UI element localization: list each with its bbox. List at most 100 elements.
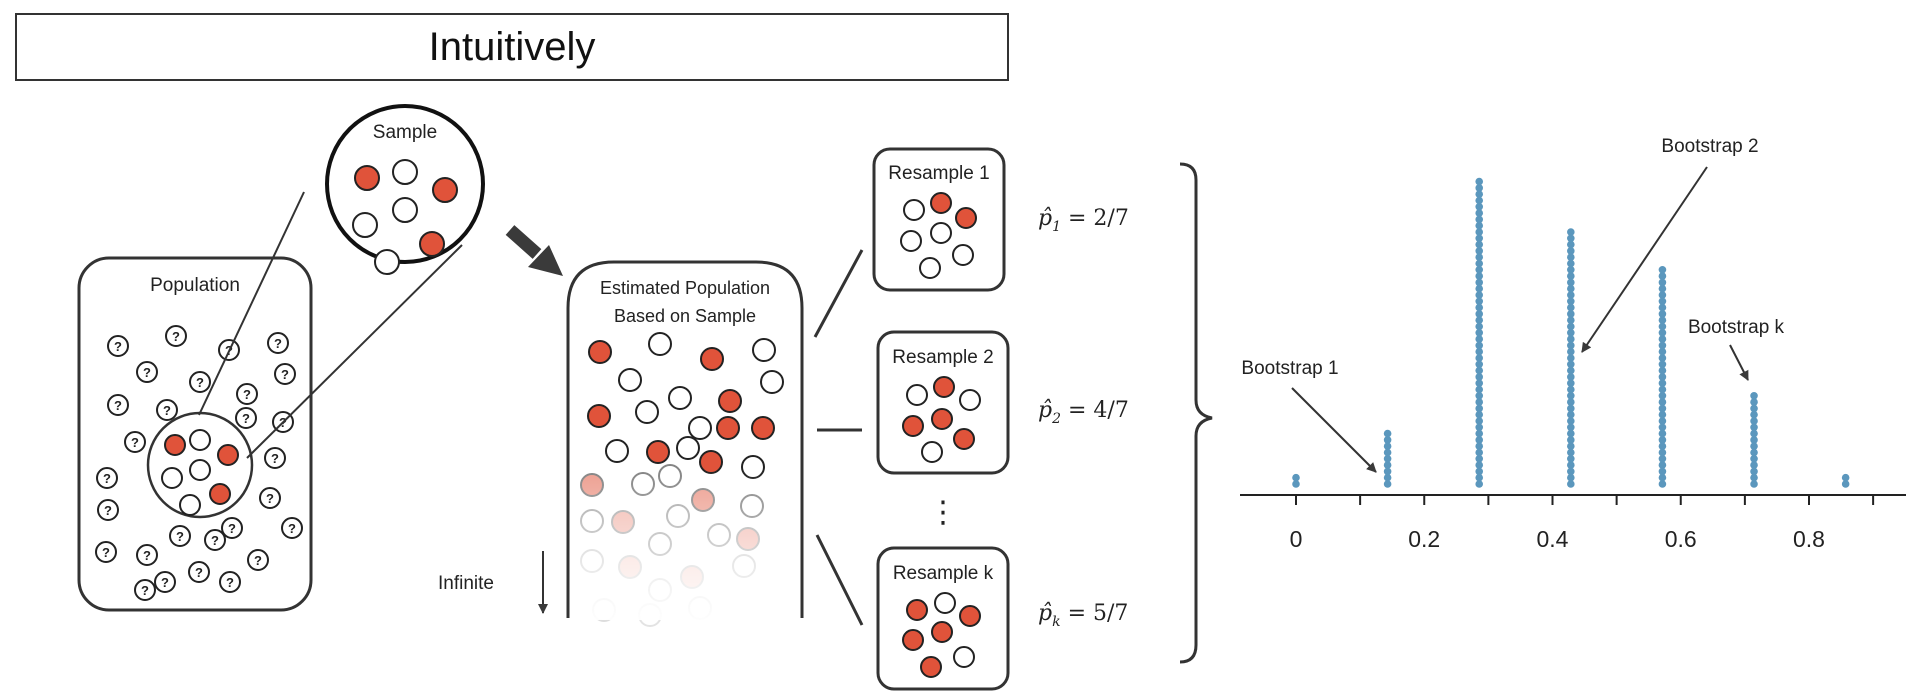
bootstrap-dot: [1658, 398, 1667, 406]
bootstrap-dot: [1658, 455, 1667, 463]
bootstrap-dot: [1750, 436, 1758, 444]
sample-dot: [419, 231, 445, 257]
population-unknown-mark: ?: [104, 503, 112, 518]
bootstrap-dot: [1567, 272, 1575, 280]
bootstrap-annotation-arrow: [1581, 166, 1708, 353]
bootstrap-dot: [1658, 335, 1667, 343]
population-unknown-mark: ?: [176, 529, 184, 544]
resample-dot: [906, 599, 928, 621]
bootstrap-dot: [1658, 266, 1667, 274]
bootstrap-dot: [1383, 473, 1392, 482]
population-unknown-mark: ?: [266, 491, 274, 506]
bootstrap-dot: [1750, 480, 1758, 488]
estimated-population-dot: [688, 416, 712, 440]
bootstrap-dot: [1567, 303, 1575, 312]
estimated-population-dot: [668, 386, 692, 410]
bootstrap-dot: [1475, 404, 1484, 413]
estimated-population-dot: [635, 400, 659, 424]
resample-dot: [920, 656, 942, 678]
population-unknown-circle: [95, 541, 117, 563]
resample-dot: [906, 384, 928, 406]
population-unknown-mark: ?: [143, 548, 151, 563]
population-unknown-mark: ?: [226, 575, 234, 590]
estimated-population-dot: [700, 347, 724, 371]
bootstrap-dot: [1475, 329, 1484, 337]
bootstrap-dot: [1475, 379, 1484, 388]
bootstrap-dot: [1567, 329, 1575, 337]
bootstrap-dot: [1475, 322, 1484, 331]
resample-dot: [930, 222, 952, 244]
resample-dot: [931, 408, 953, 430]
population-unknown-circle: [267, 332, 289, 354]
population-unknown-mark: ?: [271, 451, 279, 466]
population-sample-dot: [217, 444, 239, 466]
bootstrap-dot: [1475, 480, 1484, 488]
bootstrap-dot: [1567, 259, 1575, 268]
bootstrap-dot: [1567, 341, 1575, 350]
population-unknown-circle: [281, 517, 303, 539]
resample-dot: [903, 199, 925, 221]
bootstrap-dot: [1475, 455, 1484, 463]
bootstrap-dot: [1567, 360, 1575, 369]
bootstrap-dot: [1475, 297, 1484, 306]
bootstrap-dot: [1658, 322, 1667, 331]
population-unknown-mark: ?: [131, 435, 139, 450]
estimated-population-dot: [648, 332, 672, 356]
resample-k-panel: Resample k: [876, 546, 1010, 691]
bootstrap-dot: [1567, 392, 1575, 400]
population-sample-dot: [189, 429, 211, 451]
resample-2-label: Resample 2: [892, 347, 993, 368]
bootstrap-dot: [1567, 404, 1575, 413]
bootstrap-dot: [1292, 473, 1300, 482]
bootstrap-dot: [1567, 480, 1575, 488]
bootstrap-dot: [1475, 247, 1484, 255]
bootstrap-dot: [1475, 221, 1484, 230]
resample-k-dots: [902, 592, 981, 678]
bootstrap-dot: [1750, 429, 1758, 438]
bootstrap-dot: [1567, 316, 1575, 325]
bootstrap-dot: [1475, 184, 1484, 192]
bootstrap-dot: [1750, 410, 1758, 419]
bootstrap-dot: [1658, 310, 1667, 318]
bootstrap-dot: [1475, 316, 1484, 325]
bootstrap-dot: [1567, 253, 1575, 261]
population-unknown-mark: ?: [228, 521, 236, 536]
bootstrap-dot: [1658, 329, 1667, 337]
resample-k-label: Resample k: [893, 563, 994, 584]
population-unknown-circle: [134, 579, 156, 601]
bootstrap-dot: [1475, 354, 1484, 362]
bootstrap-dot: [1658, 473, 1667, 482]
population-unknown-mark: ?: [242, 411, 250, 426]
population-unknown-mark: ?: [103, 471, 111, 486]
estimated-population-dot: [605, 439, 629, 463]
sample-dot: [392, 197, 418, 223]
population-unknown-mark: ?: [114, 339, 122, 354]
bootstrap-annotation-label: Bootstrap 2: [1661, 136, 1758, 157]
resample-k-box: [876, 546, 1010, 691]
population-unknown-mark: ?: [274, 336, 282, 351]
bootstrap-dot: [1567, 322, 1575, 331]
bootstrap-dot: [1383, 455, 1392, 463]
estimated-population-dot: [646, 440, 670, 464]
bootstrap-dot: [1475, 436, 1484, 444]
estimated-population-dot: [718, 389, 742, 413]
population-sample-dot: [164, 434, 186, 456]
bootstrap-dot: [1567, 473, 1575, 482]
bootstrap-dot: [1567, 297, 1575, 306]
bootstrap-dot: [1658, 284, 1667, 293]
sample-dot: [374, 249, 400, 275]
bootstrap-dot: [1658, 480, 1667, 488]
population-unknown-mark: ?: [243, 387, 251, 402]
resample-dot: [921, 441, 943, 463]
population-unknown-circle: [156, 399, 178, 421]
population-unknown-circle: [107, 394, 129, 416]
bootstrap-dot: [1658, 379, 1667, 388]
population-sample-dots: [161, 429, 239, 516]
bootstrap-dot: [1475, 335, 1484, 343]
x-tick-label: 0.8: [1793, 526, 1825, 552]
bootstrap-dot: [1383, 480, 1392, 488]
bootstrap-dot: [1567, 310, 1575, 318]
bootstrap-dot: [1567, 423, 1575, 432]
